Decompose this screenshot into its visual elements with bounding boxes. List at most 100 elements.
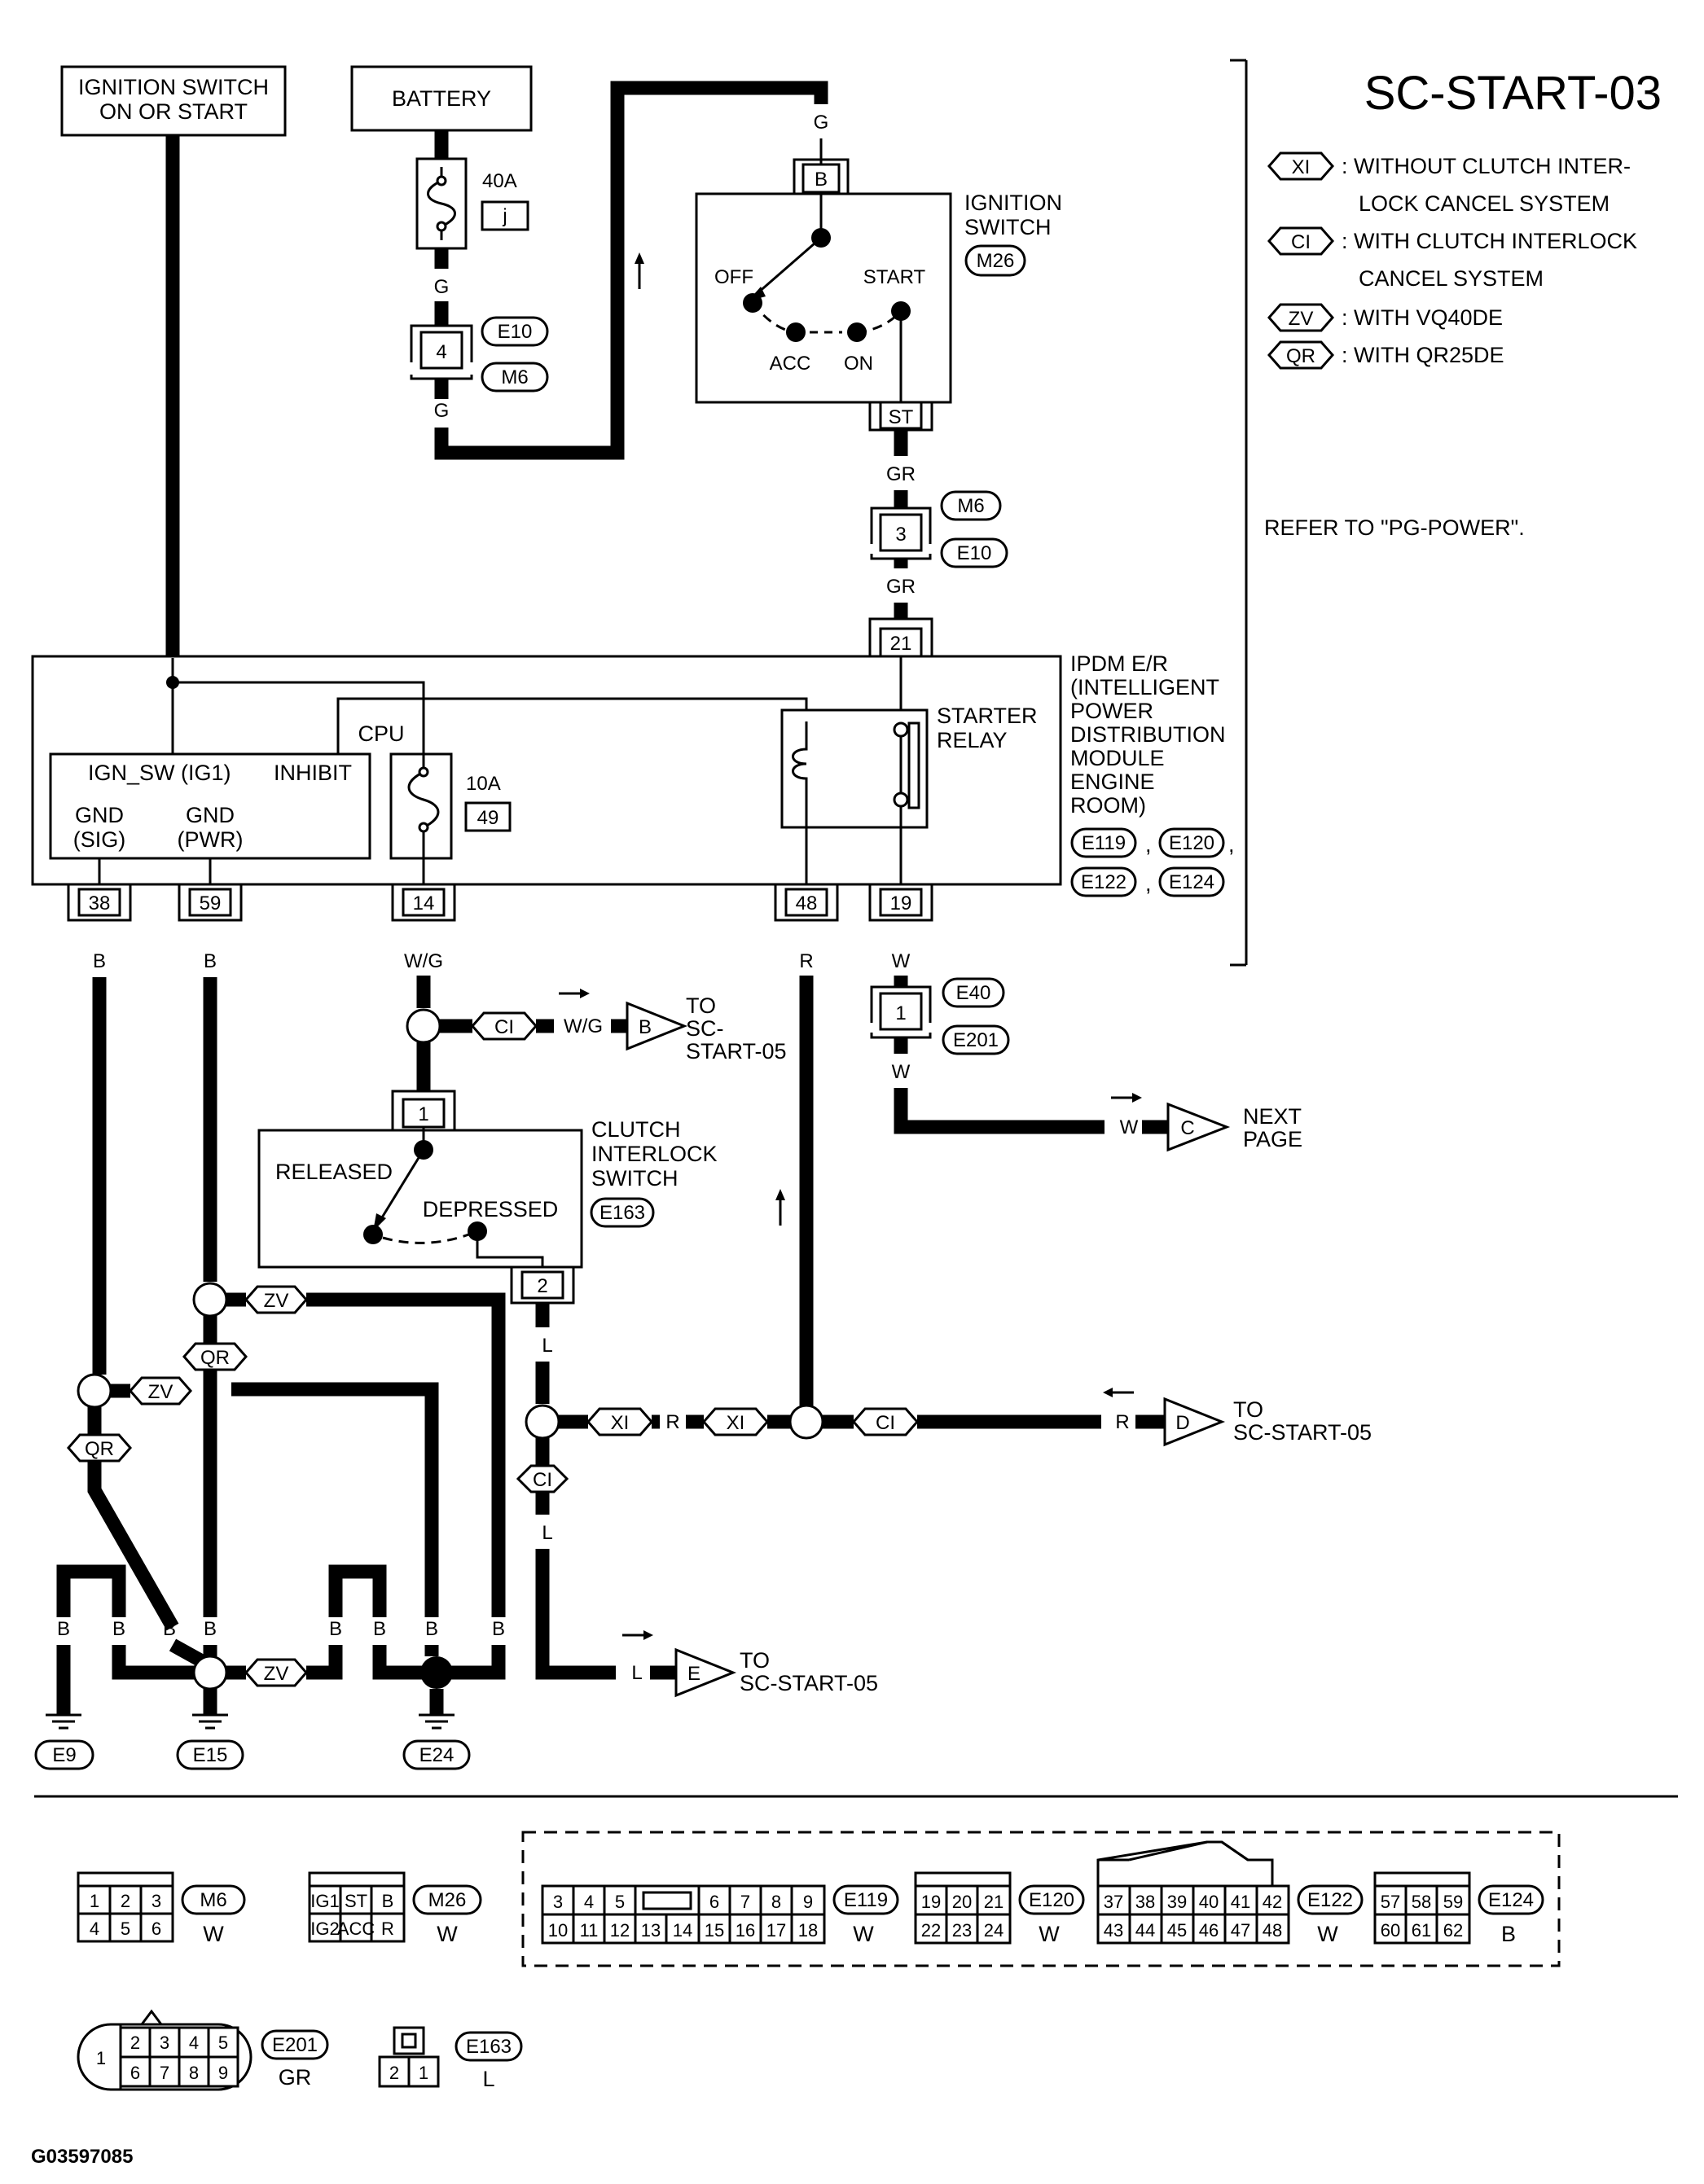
svg-text:2: 2 [121, 1891, 130, 1911]
svg-text:19: 19 [921, 1892, 941, 1912]
svg-text:5: 5 [615, 1892, 625, 1912]
svg-text:W: W [203, 1922, 224, 1946]
svg-text:QR: QR [85, 1438, 114, 1460]
svg-text:: WITH VQ40DE: : WITH VQ40DE [1342, 305, 1503, 330]
svg-text:5: 5 [121, 1919, 130, 1939]
wire-color-label: R [665, 1411, 679, 1433]
svg-text:SC-: SC- [686, 1016, 724, 1041]
svg-text:M6: M6 [200, 1889, 226, 1911]
wire-l-to-e [535, 1549, 616, 1680]
svg-text:W: W [1317, 1922, 1338, 1946]
option-tag-qr-2: QR [182, 1342, 248, 1371]
option-tag-ci-2: CI [852, 1407, 919, 1436]
flow-arrow-head [635, 252, 644, 264]
connector-view-e119: 3 4 5 6 7 8 9 10 11 12 13 14 15 16 17 18… [541, 1884, 899, 1946]
svg-text:ENGINE: ENGINE [1070, 770, 1155, 794]
svg-text:43: 43 [1104, 1920, 1123, 1941]
svg-text:CANCEL SYSTEM: CANCEL SYSTEM [1359, 266, 1544, 291]
ground-e15: E15 [176, 1713, 244, 1770]
svg-text:E163: E163 [599, 1202, 645, 1224]
svg-text:14: 14 [673, 1920, 692, 1941]
battery-source: BATTERY [350, 65, 533, 132]
svg-text:B: B [639, 1016, 652, 1038]
svg-text:XI: XI [727, 1412, 745, 1434]
svg-text:44: 44 [1135, 1920, 1155, 1941]
splice-wg [406, 1008, 441, 1044]
svg-text:CI: CI [533, 1469, 552, 1491]
svg-text:,: , [1145, 832, 1152, 857]
svg-text:1: 1 [895, 1002, 906, 1024]
svg-text:GND: GND [75, 803, 124, 827]
svg-text:38: 38 [1135, 1892, 1155, 1912]
wire-color-label: G [814, 112, 829, 134]
legend-item-xi: XI : WITHOUT CLUTCH INTER- LOCK CANCEL S… [1267, 151, 1631, 216]
svg-text:4: 4 [189, 2033, 199, 2053]
offpage-connector-b: B TO SC- START-05 [559, 989, 787, 1063]
legend-item-qr: QR : WITH QR25DE [1267, 340, 1504, 370]
wire-color-label: B [112, 1618, 125, 1640]
ipdm-pin-59: 59 [178, 884, 243, 922]
svg-text:ST: ST [889, 406, 914, 428]
svg-text:M26: M26 [428, 1889, 467, 1911]
svg-text:B: B [1501, 1922, 1516, 1946]
svg-text:7: 7 [740, 1892, 750, 1912]
svg-text:42: 42 [1263, 1892, 1282, 1912]
svg-text:E124: E124 [1488, 1889, 1534, 1911]
offpage-connector-d: D TO SC-START-05 [1103, 1388, 1372, 1447]
ignition-switch: B OFF START ACC ON IGNITION SWITCH M26 S… [695, 138, 1062, 432]
svg-text:6: 6 [130, 2063, 140, 2083]
svg-text:ZV: ZV [264, 1290, 289, 1312]
wire-color-label: L [542, 1522, 552, 1544]
svg-text:D: D [1175, 1412, 1189, 1434]
svg-text:E163: E163 [466, 2036, 512, 2058]
svg-text:C: C [1180, 1117, 1194, 1139]
svg-text:IGN_SW (IG1): IGN_SW (IG1) [88, 761, 231, 785]
svg-text:DEPRESSED: DEPRESSED [423, 1197, 559, 1221]
option-tag-ci-3: CI [516, 1464, 569, 1493]
wire-w-to-c [894, 1088, 1105, 1134]
svg-text:59: 59 [1443, 1892, 1463, 1912]
svg-text:15: 15 [705, 1920, 724, 1941]
svg-text:IPDM E/R: IPDM E/R [1070, 651, 1168, 676]
wire-color-label: B [492, 1618, 505, 1640]
svg-text:E24: E24 [419, 1744, 455, 1766]
svg-text:PAGE: PAGE [1243, 1127, 1302, 1151]
svg-text:3: 3 [553, 1892, 563, 1912]
svg-text:17: 17 [766, 1920, 786, 1941]
svg-text:CPU: CPU [358, 721, 404, 746]
svg-text:40: 40 [1199, 1892, 1219, 1912]
svg-text:L: L [482, 2067, 494, 2091]
svg-text:B: B [382, 1891, 394, 1911]
legend-item-ci: CI : WITH CLUTCH INTERLOCK CANCEL SYSTEM [1267, 226, 1637, 291]
option-tag-qr: QR [67, 1433, 132, 1463]
svg-text:POWER: POWER [1070, 699, 1153, 723]
wire-b-e24-3 [450, 1645, 506, 1680]
svg-text:1: 1 [90, 1891, 99, 1911]
clutch-interlock-switch: 1 RELEASED DEPRESSED CLUTCH INTERLOCK SW… [257, 1090, 718, 1305]
wire-color-label: L [542, 1335, 552, 1357]
connector-view-e124: 57 58 59 60 61 62 E124 B [1373, 1871, 1544, 1946]
ground-e9: E9 [34, 1713, 94, 1770]
svg-text:TO: TO [740, 1648, 770, 1673]
svg-text:7: 7 [160, 2063, 169, 2083]
svg-text:RELAY: RELAY [937, 728, 1008, 752]
svg-text:3: 3 [160, 2033, 169, 2053]
ipdm-pin-48: 48 [774, 884, 839, 922]
junction-m6-e10-3: 3 M6 E10 [870, 490, 1008, 568]
svg-text:INTERLOCK: INTERLOCK [591, 1142, 718, 1166]
svg-text:RELEASED: RELEASED [275, 1160, 393, 1184]
wire-color-label: W [892, 950, 911, 972]
svg-text:E40: E40 [956, 982, 991, 1004]
svg-text:22: 22 [921, 1920, 941, 1941]
flow-arrow-head [775, 1189, 785, 1200]
svg-text:W: W [437, 1922, 458, 1946]
svg-text:2: 2 [389, 2063, 399, 2083]
svg-text:MODULE: MODULE [1070, 746, 1165, 770]
svg-text:48: 48 [1263, 1920, 1282, 1941]
svg-text:SC-START-05: SC-START-05 [1233, 1420, 1372, 1445]
svg-text:E10: E10 [957, 542, 992, 564]
wire-color-label: W/G [564, 1015, 603, 1037]
svg-text:21: 21 [984, 1892, 1004, 1912]
svg-text:OFF: OFF [714, 266, 753, 288]
option-tag-zv: ZV [129, 1376, 192, 1406]
